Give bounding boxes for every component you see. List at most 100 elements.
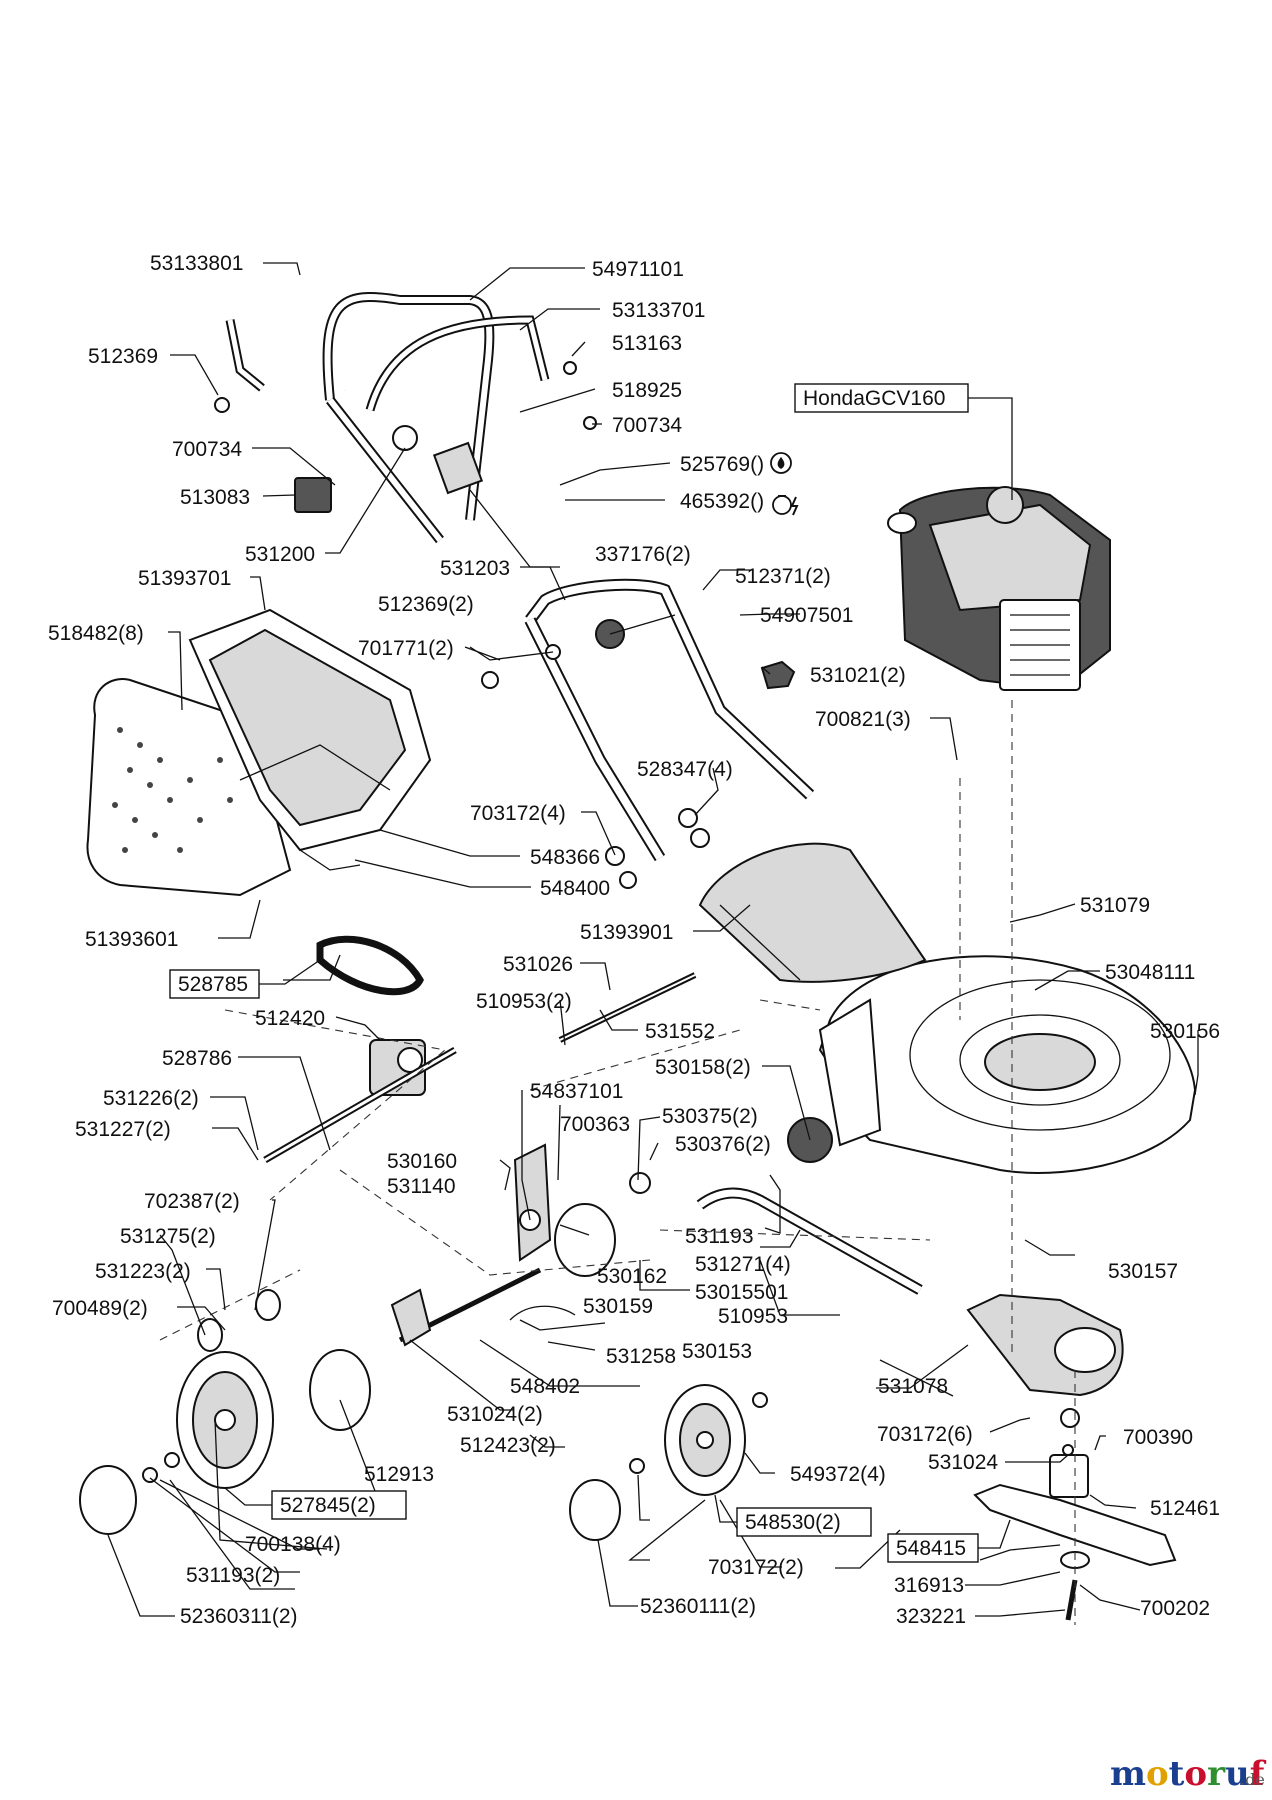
part-label: 531079 — [1080, 894, 1150, 917]
part-label: 323221 — [896, 1605, 966, 1628]
knob-531200 — [392, 425, 418, 451]
brand-letter: t — [1169, 1754, 1185, 1794]
part-label: 531223(2) — [95, 1260, 191, 1283]
drive-assembly — [263, 935, 923, 1347]
boxed-label-front-wheel: 548530(2) — [714, 1494, 872, 1537]
wheels — [79, 1172, 768, 1541]
part-label: 52360111(2) — [640, 1595, 756, 1618]
blade-assembly — [966, 1293, 1177, 1621]
guide-lines — [159, 700, 1076, 1625]
front-wheel-part-label: 548530(2) — [745, 1511, 841, 1534]
part-label: 530162 — [597, 1265, 667, 1288]
part-label: 700734 — [172, 438, 242, 461]
part-label: 316913 — [894, 1574, 964, 1597]
part-label: 530158(2) — [655, 1056, 751, 1079]
part-label: 703172(4) — [470, 802, 566, 825]
grass-catcher — [86, 608, 432, 897]
brand-logo-text: motoruf — [1110, 1754, 1267, 1794]
part-label: 531024(2) — [447, 1403, 543, 1426]
part-labels: 53133801 54971101 53133701 512369 513163… — [48, 252, 1220, 1628]
part-label: 51393601 — [85, 928, 178, 951]
part-label: 531024 — [928, 1451, 998, 1474]
blade-part-label: 548415 — [896, 1537, 966, 1560]
part-label: 512369(2) — [378, 593, 474, 616]
brand-letter: o — [1146, 1754, 1169, 1794]
boxed-label-blade: 548415 — [887, 1519, 1011, 1563]
part-label: 518925 — [612, 379, 682, 402]
part-label: 702387(2) — [144, 1190, 240, 1213]
part-label: 52360311(2) — [180, 1605, 298, 1628]
brand-letter: u — [1225, 1754, 1250, 1794]
part-label: 548402 — [510, 1375, 580, 1398]
part-label: 528786 — [162, 1047, 232, 1070]
part-label: 530153 — [682, 1340, 752, 1363]
part-label: 512420 — [255, 1007, 325, 1030]
part-label: 700734 — [612, 414, 682, 437]
rear-wheel-part-label: 527845(2) — [280, 1494, 376, 1517]
oil-drop-icon — [770, 452, 792, 474]
part-label: 510953 — [718, 1305, 788, 1328]
part-label: 337176(2) — [595, 543, 691, 566]
part-label: 531203 — [440, 557, 510, 580]
part-label: 531275(2) — [120, 1225, 216, 1248]
part-label: 528347(4) — [637, 758, 733, 781]
brand-letter: m — [1110, 1754, 1146, 1794]
part-label: 531258 — [606, 1345, 676, 1368]
part-label: 53133801 — [150, 252, 243, 275]
deck — [698, 842, 1197, 1174]
part-label: 700138(4) — [245, 1533, 341, 1556]
part-label: 54971101 — [592, 258, 684, 281]
brand-letter: o — [1184, 1754, 1207, 1794]
part-label: 530159 — [583, 1295, 653, 1318]
brand-letter: f — [1250, 1754, 1267, 1794]
part-label: 51393701 — [138, 567, 231, 590]
part-label: 700821(3) — [815, 708, 911, 731]
part-label: 701771(2) — [358, 637, 454, 660]
boxed-label-belt: 528785 — [169, 959, 321, 999]
boxed-labels: HondaGCV160 528785 527845(2) 548530(2) 5… — [169, 383, 1013, 1563]
engine — [887, 486, 1111, 692]
part-label: 53015501 — [695, 1281, 788, 1304]
clamp-531021 — [760, 660, 796, 690]
part-label: 531200 — [245, 543, 315, 566]
part-label: 518482(8) — [48, 622, 144, 645]
part-label: 513083 — [180, 486, 250, 509]
part-label: 51393901 — [580, 921, 673, 944]
part-label: 525769() — [680, 453, 764, 476]
part-label: 53048111 — [1105, 961, 1195, 984]
brand-logo: motoruf .de — [1110, 1754, 1267, 1794]
part-label: 703172(6) — [877, 1423, 973, 1446]
boxed-label-engine: HondaGCV160 — [794, 383, 1013, 500]
leader-lines — [107, 262, 1199, 1617]
part-label: 512913 — [364, 1463, 434, 1486]
part-label: 512423(2) — [460, 1434, 556, 1457]
part-label: 512369 — [88, 345, 158, 368]
part-label: 531226(2) — [103, 1087, 199, 1110]
part-label: 700390 — [1123, 1426, 1193, 1449]
part-label: 531193 — [685, 1225, 754, 1248]
part-label: 53133701 — [612, 299, 705, 322]
lower-handle-assembly — [481, 578, 815, 889]
part-label: 54907501 — [760, 604, 853, 627]
part-label: 530375(2) — [662, 1105, 758, 1128]
handle-assembly — [214, 278, 597, 544]
part-label: 531140 — [387, 1175, 456, 1198]
part-label: 531193(2) — [186, 1564, 280, 1587]
engine-start-icon — [772, 495, 799, 516]
part-label: 531021(2) — [810, 664, 906, 687]
part-label: 548366 — [530, 846, 600, 869]
part-label: 531078 — [878, 1375, 948, 1398]
brand-letter: r — [1207, 1754, 1226, 1794]
part-label: 465392() — [680, 490, 764, 513]
bracket-337176 — [432, 441, 484, 495]
cable-clip-513083 — [294, 477, 332, 513]
brand-tld: .de — [1240, 1770, 1265, 1789]
part-label: 530160 — [387, 1150, 457, 1173]
part-label: 531552 — [645, 1020, 715, 1043]
part-label: 510953(2) — [476, 990, 572, 1013]
engine-model-label: HondaGCV160 — [803, 387, 945, 410]
part-label: 530376(2) — [675, 1133, 771, 1156]
part-label: 703172(2) — [708, 1556, 804, 1579]
part-label: 548400 — [540, 877, 610, 900]
